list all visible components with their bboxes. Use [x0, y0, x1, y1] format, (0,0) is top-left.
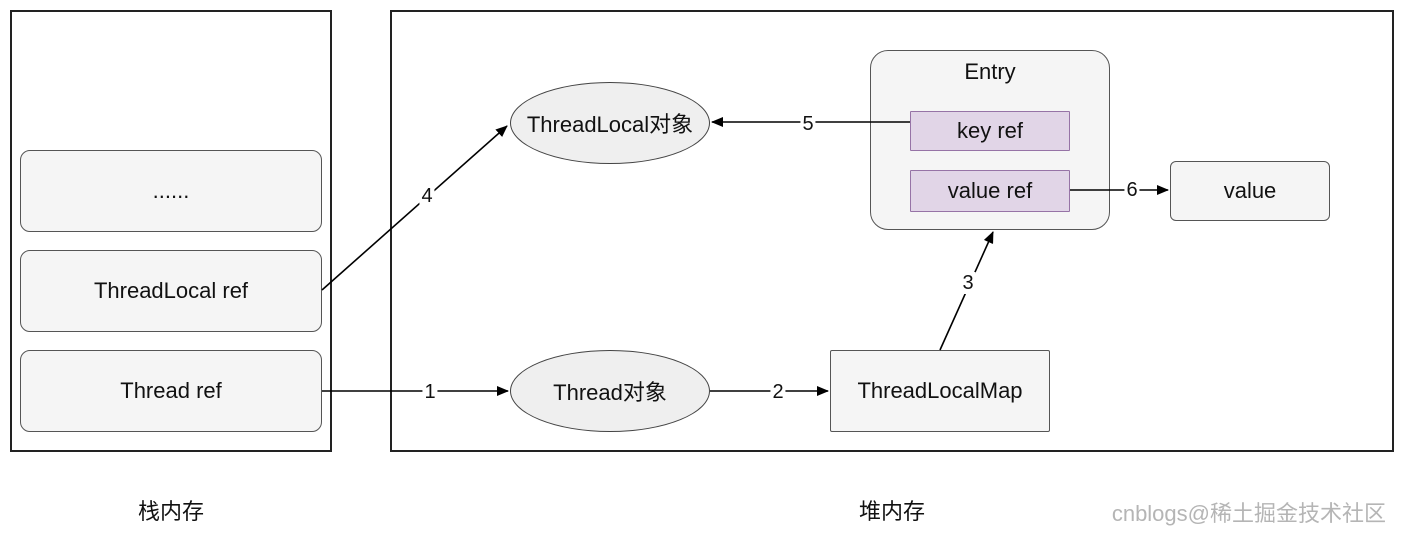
edge-6-label: 6: [1124, 179, 1140, 201]
edge-4-label: 4: [419, 185, 435, 207]
threadlocalmap-node: ThreadLocalMap: [830, 350, 1050, 432]
watermark: cnblogs@稀土掘金技术社区: [1111, 501, 1386, 526]
heap-memory-caption: 堆内存: [858, 500, 926, 525]
edge-4-line: [321, 125, 508, 291]
stack-cell-thread-ref: Thread ref: [20, 350, 322, 432]
edge-2-label: 2: [770, 381, 786, 403]
value-label: value: [1223, 178, 1277, 203]
stack-cell-threadlocal-ref-label: ThreadLocal ref: [93, 278, 249, 303]
stack-memory-caption: 栈内存: [137, 500, 205, 525]
edge-3-label: 3: [960, 272, 976, 294]
stack-cell-ellipsis-label: ......: [152, 178, 190, 203]
thread-object-node: Thread对象: [510, 350, 710, 432]
key-ref-label: key ref: [956, 118, 1024, 143]
stack-cell-threadlocal-ref: ThreadLocal ref: [20, 250, 322, 332]
threadlocalmap-label: ThreadLocalMap: [857, 378, 1023, 403]
threadlocal-object-node: ThreadLocal对象: [510, 82, 710, 164]
entry-title: Entry: [964, 59, 1016, 84]
stack-cell-thread-ref-label: Thread ref: [120, 378, 222, 403]
value-ref-label: value ref: [947, 178, 1033, 203]
key-ref-field: key ref: [910, 111, 1070, 151]
stack-cell-ellipsis: ......: [20, 150, 322, 232]
value-node: value: [1170, 161, 1330, 221]
thread-object-label: Thread对象: [553, 380, 667, 405]
value-ref-field: value ref: [910, 170, 1070, 212]
edge-1-label: 1: [422, 381, 438, 403]
edge-5-label: 5: [800, 113, 816, 135]
threadlocal-object-label: ThreadLocal对象: [526, 112, 694, 137]
